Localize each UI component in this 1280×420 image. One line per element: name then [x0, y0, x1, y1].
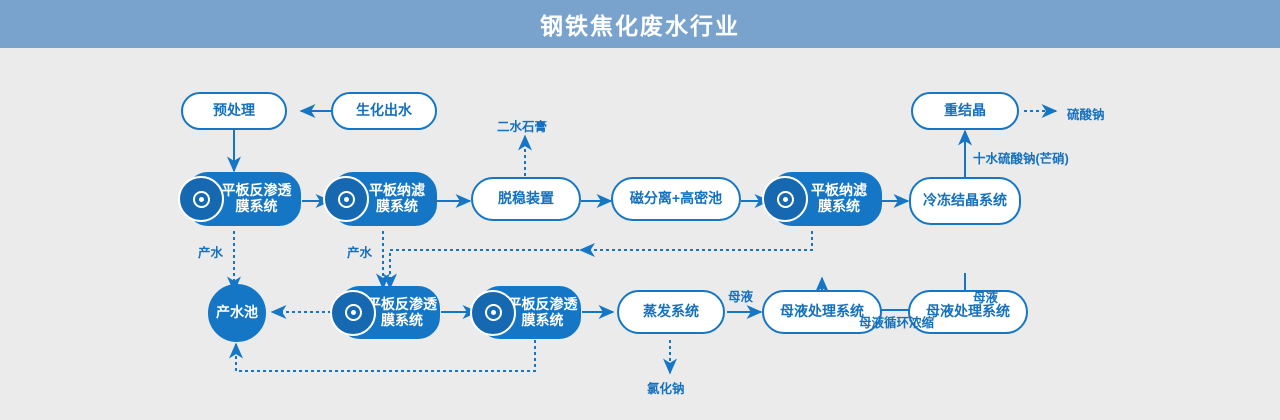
diagram-canvas: 预处理 生化出水 重结晶 平板反渗透 膜系统 平板纳滤 膜系统 脱稳装置 磁分离… — [0, 48, 1280, 420]
node-destabilizer[interactable]: 脱稳装置 — [471, 177, 581, 221]
node-pretreatment[interactable]: 预处理 — [181, 92, 287, 130]
edge-label-mother-liquor-right: 母液 — [973, 291, 999, 305]
edge-label-product-water-1: 产水 — [198, 246, 224, 260]
node-label: 蒸发系统 — [643, 303, 699, 320]
node-bio-effluent[interactable]: 生化出水 — [331, 92, 437, 130]
node-label: 母液处理系统 — [780, 303, 864, 320]
edge-label-product-water-2: 产水 — [347, 246, 373, 260]
membrane-disc-icon — [323, 176, 369, 222]
node-flat-ro-membrane-system-3[interactable]: 平板反渗透 膜系统 — [470, 286, 581, 339]
node-flat-nf-membrane-system-1[interactable]: 平板纳滤 膜系统 — [323, 172, 437, 226]
edge-label-mother-liquor-evaporation: 母液 — [728, 290, 754, 304]
node-label: 冷冻结晶系统 — [923, 192, 1007, 209]
edge-label-gypsum: 二水石膏 — [497, 120, 548, 134]
node-product-water-pool[interactable]: 产水池 — [208, 284, 266, 342]
node-label: 产水池 — [216, 304, 258, 321]
membrane-disc-icon — [178, 176, 224, 222]
node-label: 重结晶 — [944, 102, 986, 119]
node-freeze-crystallization-system[interactable]: 冷冻结晶系统 — [909, 177, 1021, 225]
edge-label-glauber-salt: 十水硫酸钠(芒硝) — [973, 152, 1069, 166]
edge-label-sodium-chloride: 氯化钠 — [647, 382, 685, 396]
edge-label-sodium-sulfate: 硫酸钠 — [1067, 108, 1105, 122]
membrane-disc-icon — [762, 176, 808, 222]
node-label: 磁分离+高密池 — [629, 190, 723, 207]
node-recrystallization[interactable]: 重结晶 — [911, 92, 1019, 130]
node-flat-ro-membrane-system-1[interactable]: 平板反渗透 膜系统 — [178, 172, 301, 226]
page-title: 钢铁焦化废水行业 — [540, 13, 740, 39]
membrane-disc-icon — [470, 289, 516, 336]
node-flat-nf-membrane-system-2[interactable]: 平板纳滤 膜系统 — [762, 172, 882, 226]
node-magnetic-separation[interactable]: 磁分离+高密池 — [611, 177, 741, 221]
membrane-disc-icon — [330, 289, 376, 336]
page-header: 钢铁焦化废水行业 — [0, 0, 1280, 48]
edge-label-mother-liquor-recycle: 母液循环浓缩 — [859, 316, 935, 330]
node-label: 脱稳装置 — [498, 190, 554, 207]
node-label: 母液处理系统 — [926, 303, 1010, 320]
node-flat-ro-membrane-system-2[interactable]: 平板反渗透 膜系统 — [330, 286, 440, 339]
node-evaporation-system[interactable]: 蒸发系统 — [617, 290, 725, 334]
node-label: 生化出水 — [356, 102, 412, 119]
node-label: 预处理 — [213, 102, 255, 119]
